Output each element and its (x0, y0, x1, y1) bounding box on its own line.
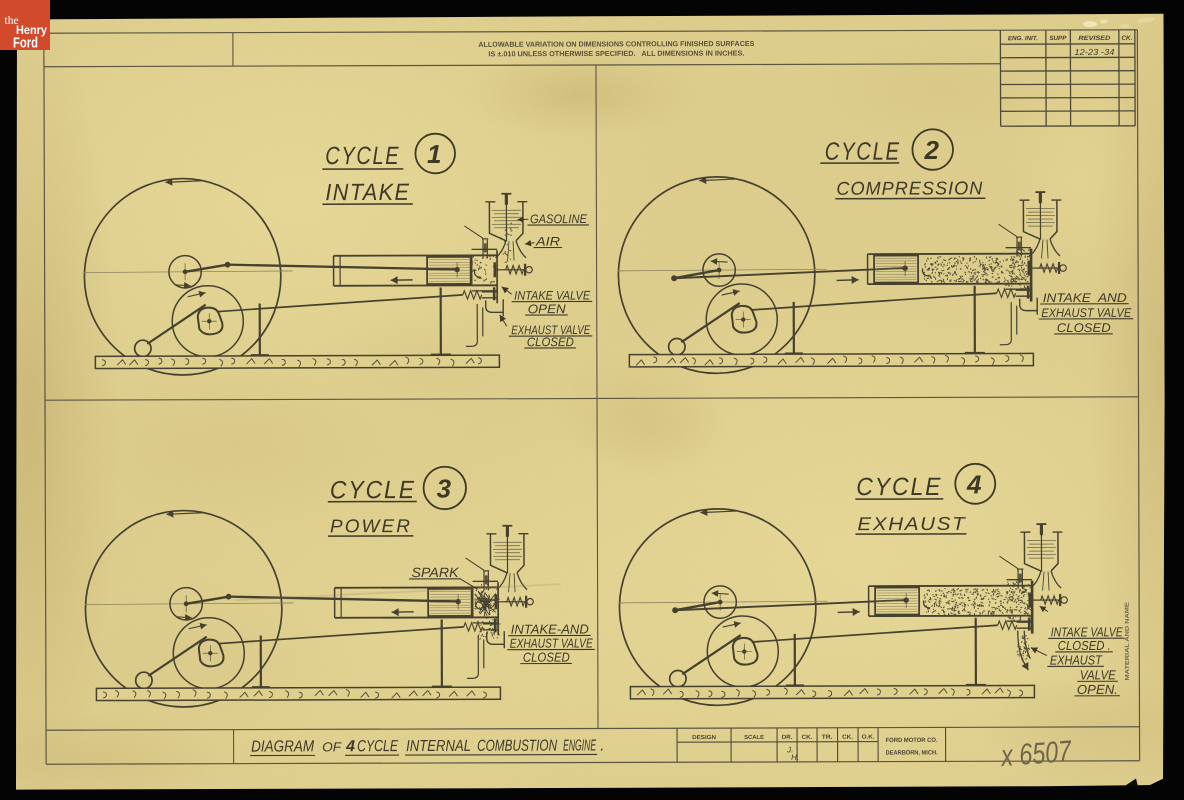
svg-text:x 6507: x 6507 (998, 735, 1073, 773)
svg-text:IS ±.010 UNLESS OTHERWISE SPEC: IS ±.010 UNLESS OTHERWISE SPECIFIED. ALL… (488, 49, 744, 59)
svg-text:CYCLE: CYCLE (856, 473, 942, 501)
svg-text:INTERNAL: INTERNAL (406, 738, 471, 755)
svg-text:the: the (5, 15, 19, 27)
svg-text:J.: J. (786, 745, 793, 754)
svg-text:3: 3 (436, 473, 451, 503)
svg-text:OPEN: OPEN (528, 302, 567, 316)
svg-text:ENGINE: ENGINE (563, 737, 596, 754)
svg-text:EXHAUST: EXHAUST (1050, 652, 1103, 667)
svg-text:O.K.: O.K. (862, 735, 875, 741)
svg-text:INTAKE VALVE: INTAKE VALVE (514, 289, 591, 303)
svg-text:CYCLE: CYCLE (325, 142, 400, 170)
svg-text:CLOSED: CLOSED (523, 650, 570, 665)
svg-text:SCALE: SCALE (744, 735, 764, 741)
svg-text:GASOLINE: GASOLINE (530, 212, 588, 226)
svg-text:REVISED: REVISED (1078, 35, 1111, 42)
svg-text:CK.: CK. (802, 735, 813, 741)
svg-text:COMBUSTION: COMBUSTION (477, 738, 557, 755)
svg-text:INTAKE: INTAKE (325, 179, 410, 205)
svg-text:INTAKE AND: INTAKE AND (1043, 291, 1127, 305)
svg-text:INTAKE VALVE: INTAKE VALVE (1051, 624, 1123, 639)
svg-text:H.: H. (791, 753, 799, 762)
svg-text:CK.: CK. (1121, 35, 1132, 42)
svg-text:AIR: AIR (535, 235, 560, 249)
svg-text:DIAGRAM: DIAGRAM (251, 738, 315, 755)
svg-text:TR.: TR. (822, 735, 833, 741)
svg-text:CYCLE: CYCLE (825, 138, 901, 166)
svg-text:CYCLE: CYCLE (357, 738, 398, 755)
svg-text:EXHAUST VALVE: EXHAUST VALVE (510, 635, 593, 650)
svg-text:EXHAUST VALVE: EXHAUST VALVE (1041, 306, 1132, 320)
svg-text:DESIGN: DESIGN (692, 735, 716, 741)
svg-text:EXHAUST VALVE: EXHAUST VALVE (511, 323, 591, 337)
svg-text:1: 1 (427, 139, 442, 169)
svg-text:ENG. INIT.: ENG. INIT. (1008, 35, 1038, 42)
svg-text:POWER: POWER (330, 515, 412, 536)
svg-text:DEARBORN, MICH.: DEARBORN, MICH. (886, 749, 938, 756)
svg-text:SUPP: SUPP (1049, 35, 1067, 42)
svg-text:SPARK: SPARK (412, 565, 460, 580)
svg-text:INTAKE-AND: INTAKE-AND (511, 622, 589, 637)
svg-text:COMPRESSION: COMPRESSION (836, 177, 983, 198)
svg-text:Ford: Ford (13, 35, 38, 52)
svg-text:OPEN.: OPEN. (1077, 682, 1118, 697)
svg-text:2: 2 (923, 135, 939, 165)
svg-text:12-23 -34: 12-23 -34 (1074, 47, 1114, 57)
svg-text:OF: OF (322, 739, 342, 754)
svg-text:4: 4 (966, 469, 982, 499)
svg-text:.: . (600, 737, 605, 754)
svg-text:DR.: DR. (782, 735, 793, 741)
svg-text:ALLOWABLE VARIATION ON DIMENSI: ALLOWABLE VARIATION ON DIMENSIONS CONTRO… (478, 39, 754, 49)
svg-text:Henry: Henry (16, 25, 48, 37)
svg-text:FORD MOTOR CO.: FORD MOTOR CO. (886, 737, 938, 744)
svg-text:MATERIAL AND NAME: MATERIAL AND NAME (1125, 602, 1131, 680)
svg-text:EXHAUST: EXHAUST (857, 513, 966, 534)
svg-text:CLOSED .: CLOSED . (1058, 638, 1111, 653)
svg-text:CK.: CK. (842, 735, 853, 741)
svg-text:VALVE: VALVE (1080, 667, 1116, 682)
svg-text:CLOSED: CLOSED (527, 335, 574, 349)
svg-text:CLOSED: CLOSED (1057, 321, 1111, 335)
svg-text:4: 4 (345, 738, 355, 755)
svg-text:CYCLE: CYCLE (330, 476, 416, 504)
